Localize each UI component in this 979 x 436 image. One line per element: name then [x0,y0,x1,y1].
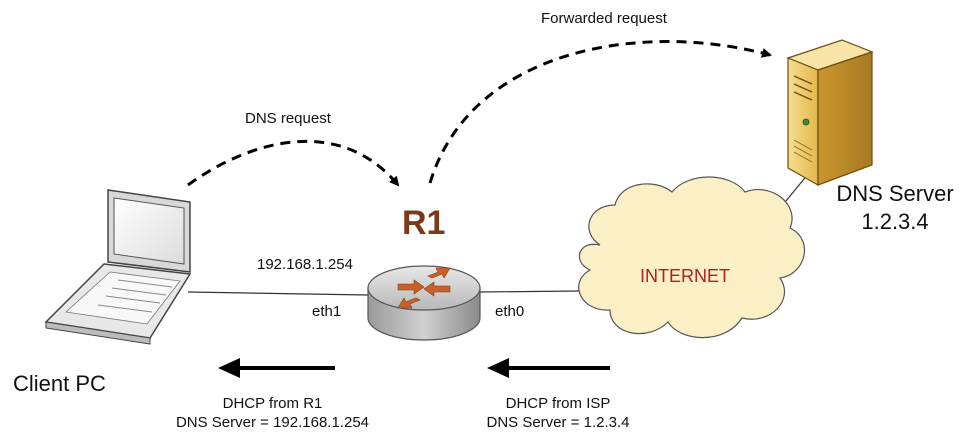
forwarded-request-label: Forwarded request [541,10,667,27]
eth0-label: eth0 [495,303,525,320]
router-icon [367,265,481,341]
dns-request-label: DNS request [245,110,331,127]
router-ip-label: 192.168.1.254 [257,256,353,273]
laptop-icon [44,189,192,345]
client-pc-label: Client PC [13,371,106,396]
dhcp-r1-arrow [218,358,335,378]
internet-cloud-icon [578,176,806,339]
dhcp-isp-line1: DHCP from ISP [505,395,611,412]
forwarded-request-arrow [428,40,772,184]
dhcp-r1-line1: DHCP from R1 [222,395,323,412]
link-laptop-router [187,291,369,296]
server-icon [786,39,874,187]
dhcp-r1-line2: DNS Server = 192.168.1.254 [175,414,370,431]
dhcp-isp-arrow [487,358,610,378]
link-router-cloud [479,290,581,293]
router-name-label: R1 [402,204,446,242]
dns-server-title: DNS Server [836,181,954,206]
dns-server-ip: 1.2.3.4 [861,209,929,234]
internet-label: INTERNET [640,266,730,286]
eth1-label: eth1 [312,303,342,320]
dhcp-isp-line2: DNS Server = 1.2.3.4 [486,414,630,431]
dns-request-arrow [187,139,400,187]
